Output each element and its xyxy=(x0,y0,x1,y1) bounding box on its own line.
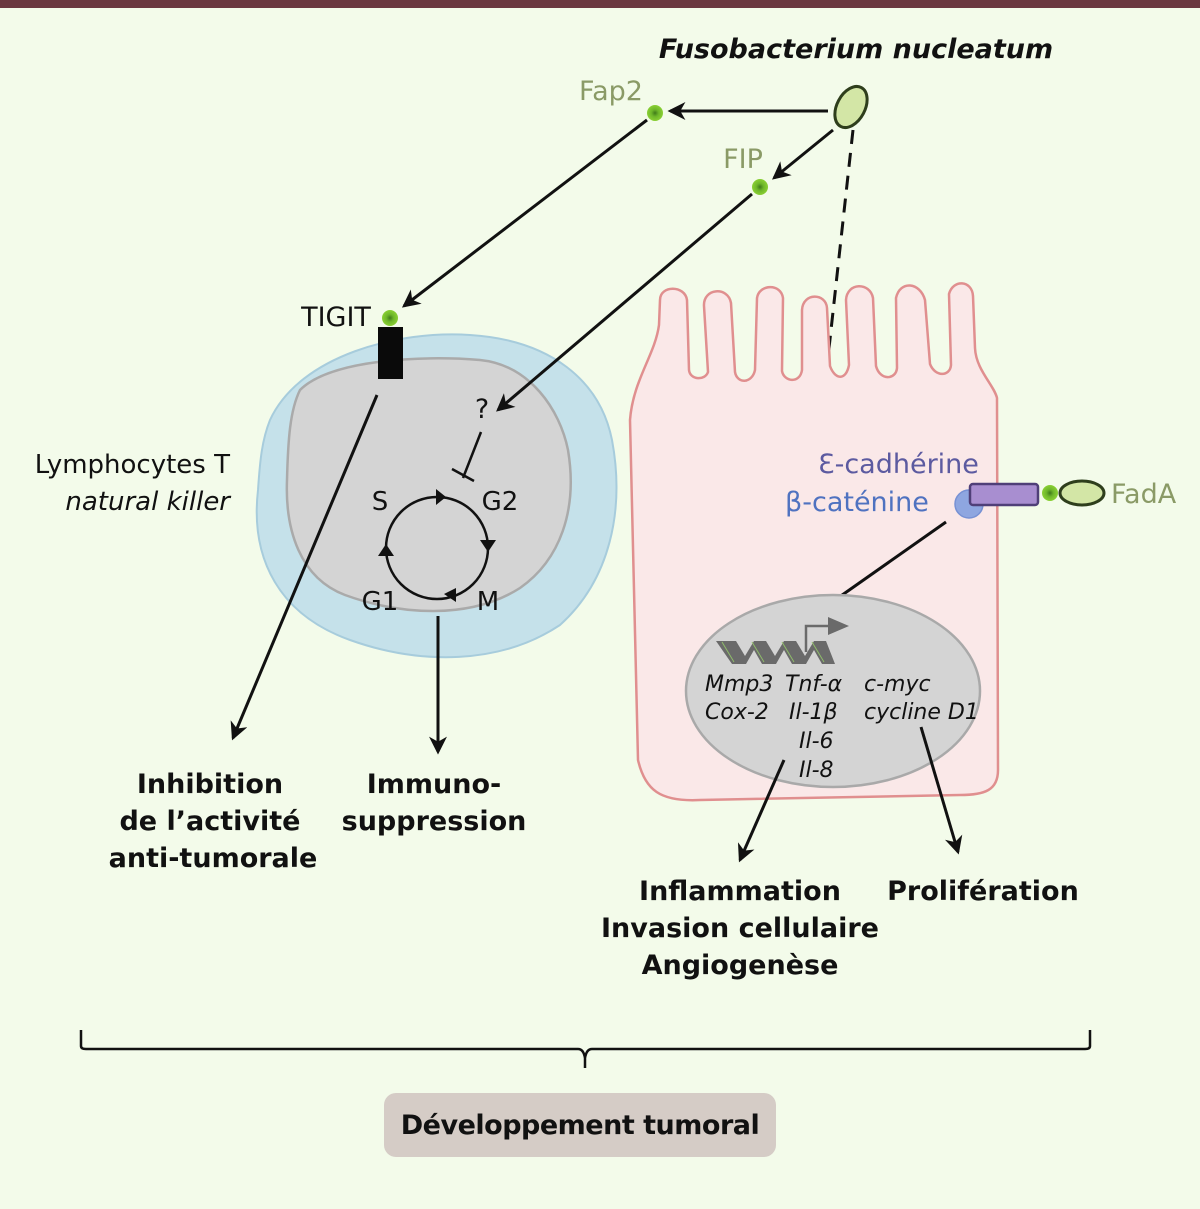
fip-adhesin-icon xyxy=(752,179,768,195)
outcome-immunosuppression-line1: Immuno- xyxy=(367,769,502,800)
cycle-arrowhead-m-g1 xyxy=(444,588,456,602)
phase-m-label: M xyxy=(477,587,499,617)
beta-catenin-label: β-caténine xyxy=(785,487,929,518)
gene-mmp3: Mmp3 xyxy=(705,672,773,697)
outcome-inhibition-line2: de l’activité xyxy=(119,806,300,837)
bacterium-icon xyxy=(833,84,869,130)
gene-c-myc: c-myc xyxy=(864,672,931,697)
fada-label: FadA xyxy=(1111,479,1177,510)
result-label: Développement tumoral xyxy=(400,1109,760,1141)
fip-label: FIP xyxy=(723,144,763,175)
outcome-immunosuppression-line2: suppression xyxy=(342,806,527,837)
immune-cell-nucleus xyxy=(285,357,572,613)
dna-helix-icon xyxy=(716,641,835,664)
bacterium-fada-icon xyxy=(1058,479,1106,507)
phase-g1-label: G1 xyxy=(362,587,399,617)
arrow-tigit-to-inhibition xyxy=(230,394,379,741)
arrow-fap2-to-tigit xyxy=(401,118,648,308)
result-box: Développement tumoral xyxy=(384,1093,776,1157)
gene-il6: Il-6 xyxy=(799,729,834,754)
arrow-bacterium-to-fip xyxy=(772,128,834,180)
unknown-target-label: ? xyxy=(475,394,489,425)
bacterium-title: Fusobacterium nucleatum xyxy=(659,34,1053,65)
gene-il8: Il-8 xyxy=(799,758,834,783)
outcome-proliferation: Prolifération xyxy=(887,876,1079,907)
gene-cox2: Cox-2 xyxy=(705,700,769,725)
inhibition-line xyxy=(461,431,483,479)
arrow-nucleus-to-proliferation xyxy=(919,726,963,855)
fap2-adhesin-icon xyxy=(647,105,663,121)
fap2-bound-icon xyxy=(382,310,398,326)
cycle-arrowhead-g2-m xyxy=(480,540,496,552)
outcome-angiogenesis: Angiogenèse xyxy=(642,950,839,981)
top-bar xyxy=(0,0,1200,8)
lymphocyte-label-line1: Lymphocytes T xyxy=(35,450,230,480)
fap2-label: Fap2 xyxy=(579,76,643,107)
phase-g2-label: G2 xyxy=(482,487,519,517)
arrow-nucleus-to-inflammation xyxy=(737,759,786,863)
outcome-inhibition-line3: anti-tumorale xyxy=(109,843,318,874)
summary-bracket xyxy=(79,1030,1092,1068)
tigit-label: TIGIT xyxy=(300,302,371,333)
inhibition-bar xyxy=(451,467,475,483)
phase-s-label: S xyxy=(372,487,389,517)
outcome-inhibition-line1: Inhibition xyxy=(137,769,283,800)
e-cadherin-receptor-icon xyxy=(968,482,1040,507)
gene-tnf-alpha: Tnf-α xyxy=(785,672,843,697)
fada-adhesin-icon xyxy=(1042,485,1058,501)
tigit-receptor-icon xyxy=(378,327,403,379)
gene-il1-beta: Il-1β xyxy=(789,700,838,725)
e-cadherin-label: Ɛ-cadhérine xyxy=(818,449,979,480)
cycle-arrowhead-g1-s xyxy=(378,544,394,556)
lymphocyte-label-line2: natural killer xyxy=(65,487,232,517)
outcome-inflammation: Inflammation xyxy=(639,876,841,907)
cycle-arrowhead-s-g2 xyxy=(436,489,446,505)
arrow-fip-to-unknown xyxy=(496,192,753,412)
transcription-start-icon xyxy=(804,617,849,652)
gene-cycline-d1: cycline D1 xyxy=(864,700,979,725)
outcome-invasion: Invasion cellulaire xyxy=(601,913,879,944)
